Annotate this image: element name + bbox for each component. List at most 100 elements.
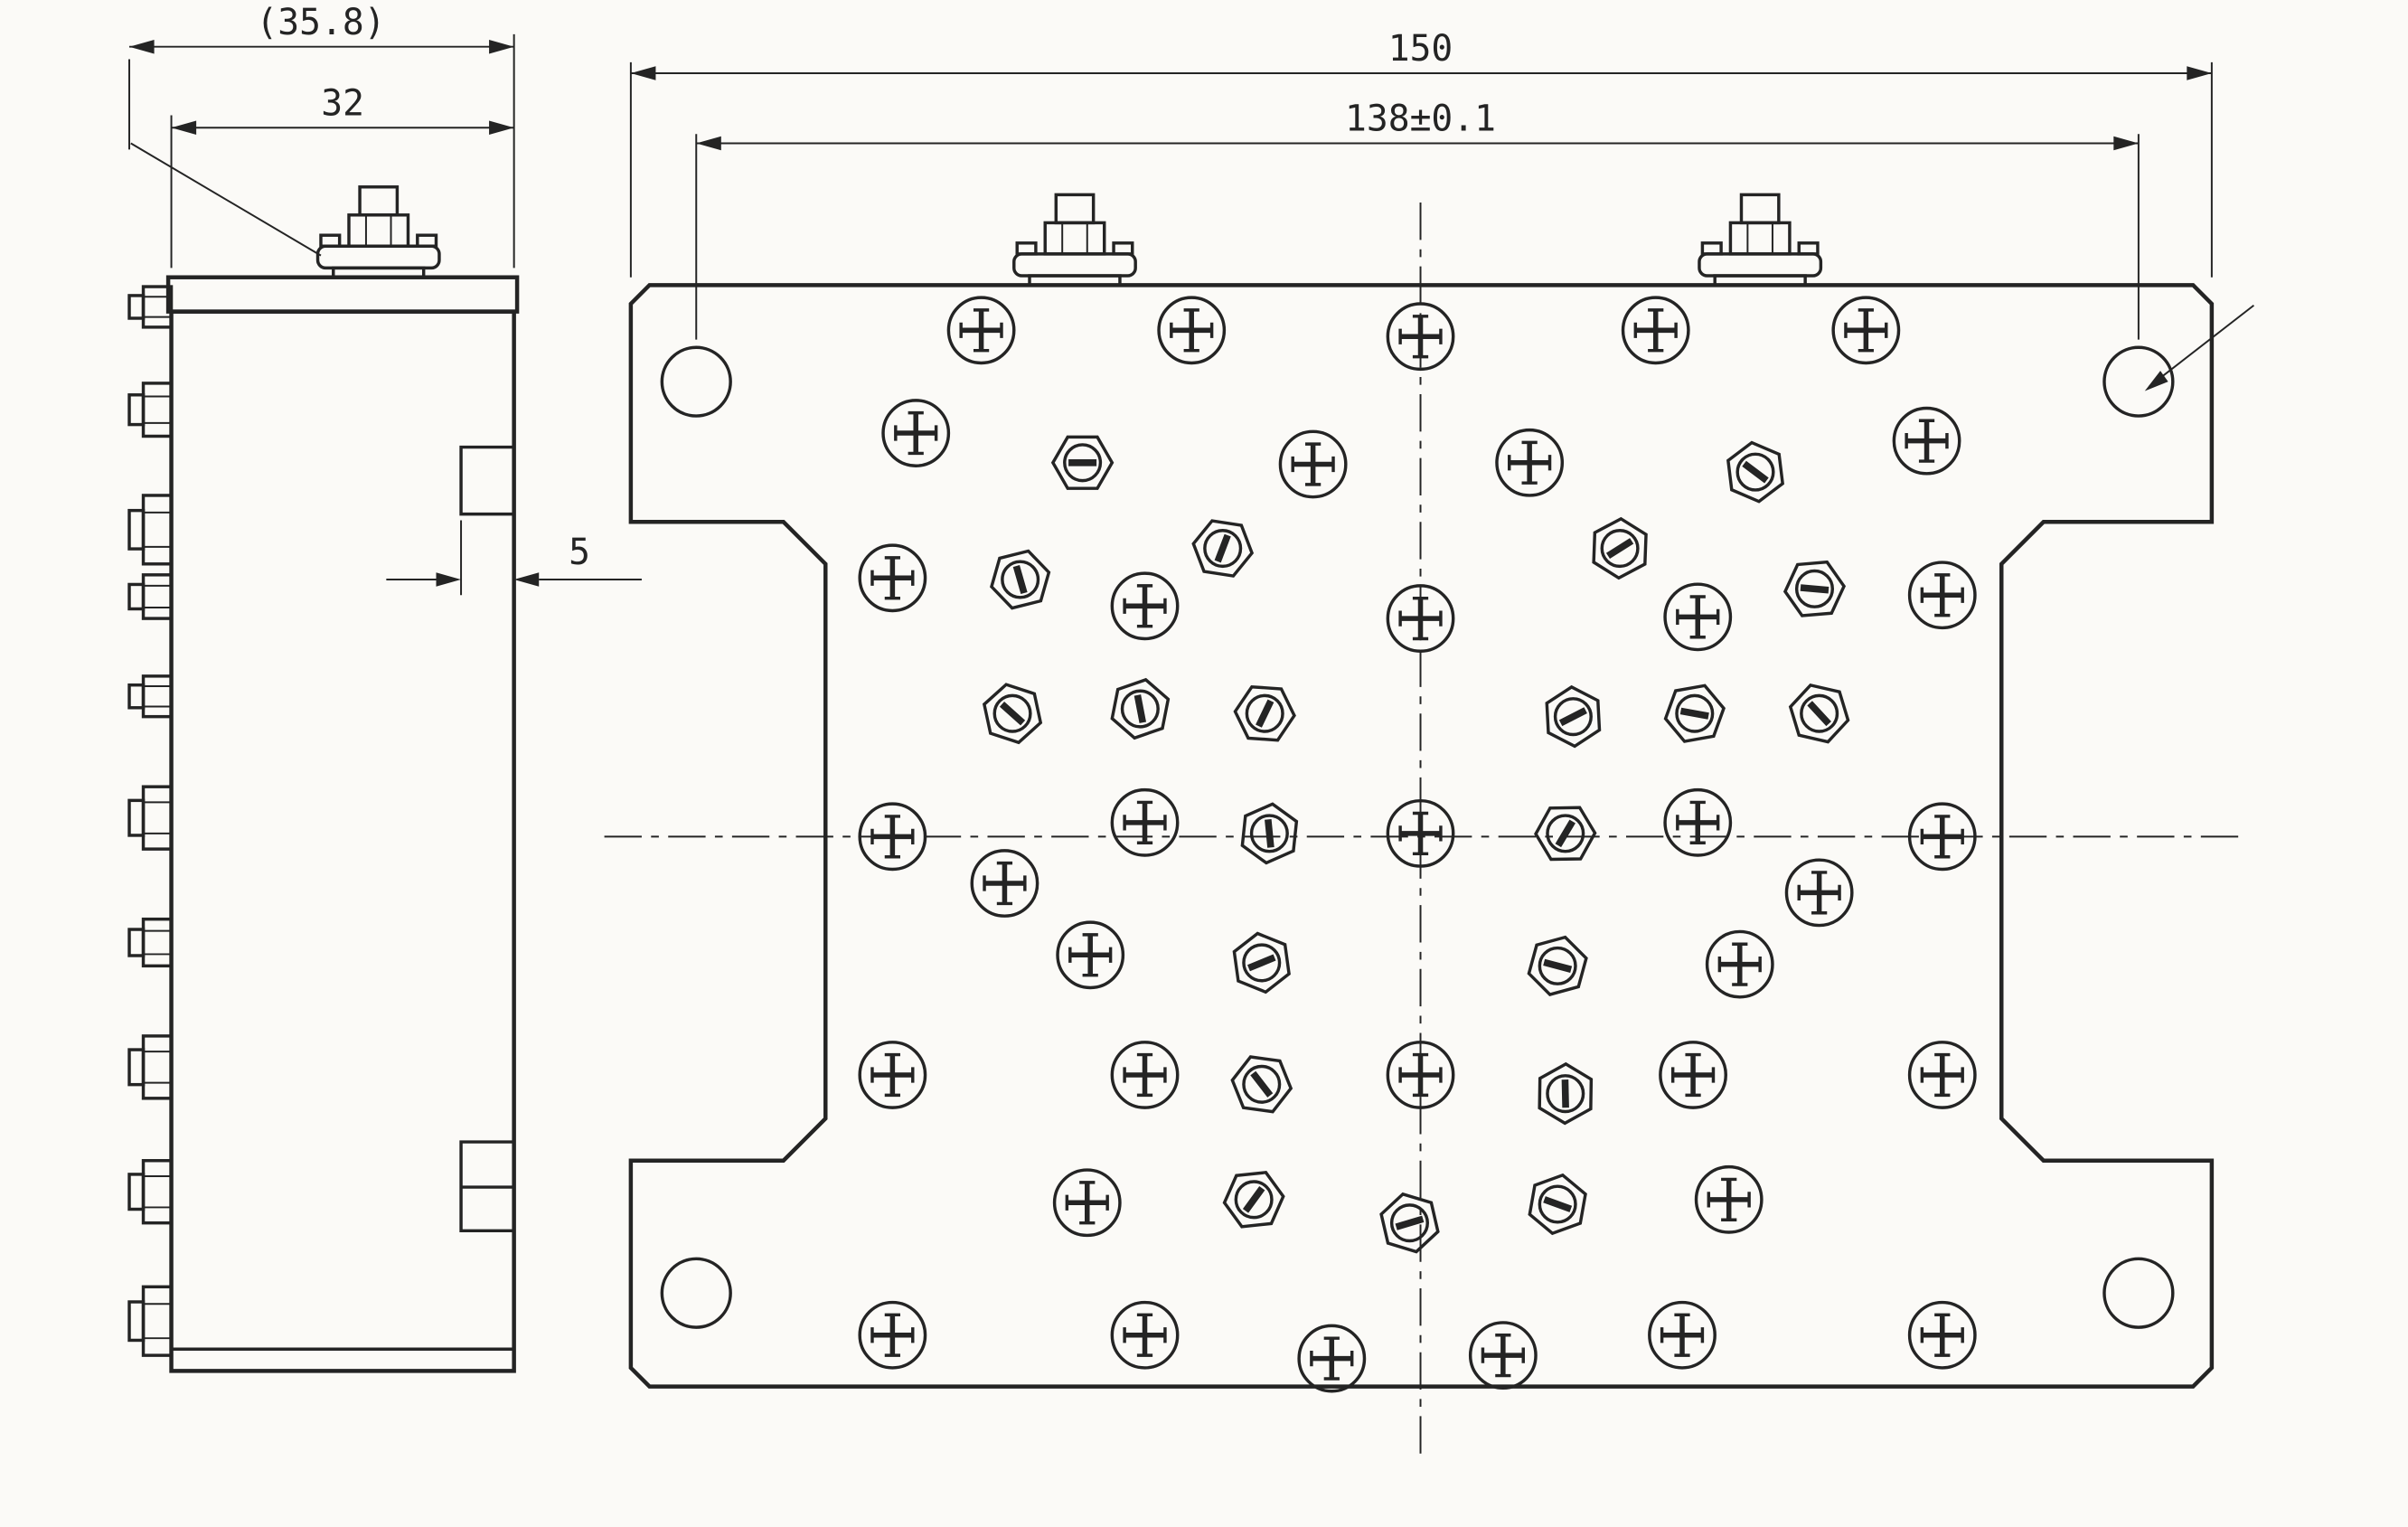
mounting-hole bbox=[2102, 345, 2175, 418]
sma-connector bbox=[1698, 193, 1823, 287]
phillips-screw bbox=[1297, 1324, 1367, 1393]
side-port-connector bbox=[127, 785, 174, 851]
side-view bbox=[127, 185, 520, 1373]
arrowhead bbox=[489, 39, 514, 54]
side-port-connectors bbox=[127, 285, 174, 1357]
side-port-connector bbox=[127, 1285, 174, 1357]
side-step-top bbox=[459, 445, 514, 516]
hex-tuning-screw bbox=[990, 549, 1051, 610]
hex-tuning-screw bbox=[1528, 1173, 1587, 1236]
arrowhead bbox=[129, 39, 155, 54]
sma-connector bbox=[315, 185, 441, 279]
side-port-connector bbox=[127, 573, 174, 620]
dim-hole-spacing-label: 138±0.1 bbox=[1345, 99, 1496, 140]
side-sma-connector bbox=[315, 185, 441, 279]
phillips-screw bbox=[858, 1300, 927, 1370]
phillips-screw bbox=[970, 849, 1039, 918]
phillips-screw bbox=[1663, 582, 1733, 652]
phillips-screw bbox=[1157, 296, 1227, 365]
side-port-connector bbox=[127, 1034, 174, 1100]
mounting-hole bbox=[660, 1257, 732, 1329]
mounting-hole bbox=[2102, 1257, 2175, 1329]
phillips-screw bbox=[1052, 1168, 1122, 1238]
hex-tuning-screw bbox=[1050, 435, 1115, 490]
phillips-screw bbox=[1110, 787, 1180, 857]
screw-field bbox=[858, 296, 1977, 1393]
phillips-screw bbox=[1892, 406, 1961, 476]
side-port-connector bbox=[127, 1159, 174, 1225]
arrowhead bbox=[489, 120, 514, 136]
hex-tuning-screw bbox=[1782, 560, 1847, 617]
phillips-screw bbox=[1110, 1041, 1180, 1109]
top-view bbox=[604, 193, 2255, 1457]
hex-tuning-screw bbox=[1240, 802, 1299, 865]
top-plate-outline bbox=[628, 283, 2215, 1389]
side-port-connector bbox=[127, 494, 174, 566]
phillips-screw bbox=[1663, 787, 1733, 857]
phillips-screw bbox=[858, 802, 927, 872]
arrowhead bbox=[171, 120, 197, 136]
phillips-screw bbox=[1659, 1041, 1727, 1109]
phillips-screw bbox=[1907, 1041, 1977, 1109]
hex-tuning-screw bbox=[1222, 1171, 1285, 1229]
mounting-holes bbox=[660, 345, 2175, 1329]
phillips-screw bbox=[1056, 920, 1125, 990]
phillips-screw bbox=[1386, 302, 1455, 372]
hex-tuning-screw bbox=[1233, 684, 1296, 742]
dim-lug-thickness-label: 5 bbox=[569, 532, 590, 573]
hole-leader-line bbox=[2149, 304, 2255, 388]
hex-tuning-screw bbox=[982, 683, 1043, 745]
leader-line bbox=[130, 142, 322, 257]
side-port-connector bbox=[127, 382, 174, 438]
hex-tuning-screw bbox=[1110, 677, 1171, 740]
phillips-screw bbox=[1278, 429, 1348, 499]
phillips-screw bbox=[1784, 858, 1854, 928]
side-lid bbox=[165, 275, 520, 314]
side-port-connector bbox=[127, 674, 174, 719]
phillips-screw bbox=[1705, 929, 1774, 999]
phillips-screw bbox=[1831, 296, 1901, 365]
hex-tuning-screw bbox=[1527, 935, 1588, 996]
top-sma-connectors bbox=[1012, 193, 1823, 287]
hex-tuning-screw bbox=[1379, 1192, 1440, 1254]
hex-tuning-screw bbox=[1534, 806, 1597, 862]
phillips-screw bbox=[858, 543, 927, 613]
dim-plate-width-label: 150 bbox=[1388, 28, 1453, 70]
side-port-connector bbox=[127, 917, 174, 968]
phillips-screw bbox=[1386, 798, 1455, 868]
arrowhead bbox=[2113, 136, 2139, 151]
hex-tuning-screw bbox=[1788, 683, 1850, 744]
mounting-hole bbox=[660, 345, 732, 418]
phillips-screw bbox=[1386, 1041, 1455, 1109]
arrowhead bbox=[436, 572, 462, 587]
phillips-screw bbox=[1110, 571, 1180, 641]
hex-tuning-screw bbox=[1230, 1055, 1293, 1114]
hex-tuning-screw bbox=[1726, 440, 1784, 504]
arrowhead bbox=[2187, 66, 2212, 80]
side-port-connector bbox=[127, 285, 174, 329]
hole-leader-arrow bbox=[2144, 371, 2168, 391]
arrowhead bbox=[696, 136, 721, 151]
phillips-screw bbox=[1468, 1321, 1538, 1390]
hex-tuning-screw bbox=[1663, 683, 1726, 743]
arrowhead bbox=[513, 572, 540, 587]
phillips-screw bbox=[1386, 584, 1455, 654]
hex-tuning-screw bbox=[1538, 1061, 1594, 1126]
phillips-screw bbox=[1495, 428, 1565, 497]
phillips-screw bbox=[1907, 1300, 1977, 1370]
phillips-screw bbox=[1648, 1300, 1717, 1370]
hex-tuning-screw bbox=[1545, 684, 1602, 749]
hex-tuning-screw bbox=[1232, 931, 1291, 994]
dimensions: (35.8) 32 150 138±0.1 5 bbox=[128, 2, 2213, 596]
dim-overall-depth-label: (35.8) bbox=[256, 2, 385, 43]
phillips-screw bbox=[946, 296, 1016, 365]
phillips-screw bbox=[1694, 1164, 1764, 1234]
phillips-screw bbox=[1621, 296, 1690, 365]
phillips-screw bbox=[1907, 802, 1977, 872]
dim-body-depth-label: 32 bbox=[321, 83, 364, 125]
hex-tuning-screw bbox=[1191, 519, 1255, 578]
phillips-screw bbox=[858, 1041, 927, 1109]
phillips-screw bbox=[881, 399, 951, 467]
hex-tuning-screw bbox=[1592, 516, 1648, 580]
